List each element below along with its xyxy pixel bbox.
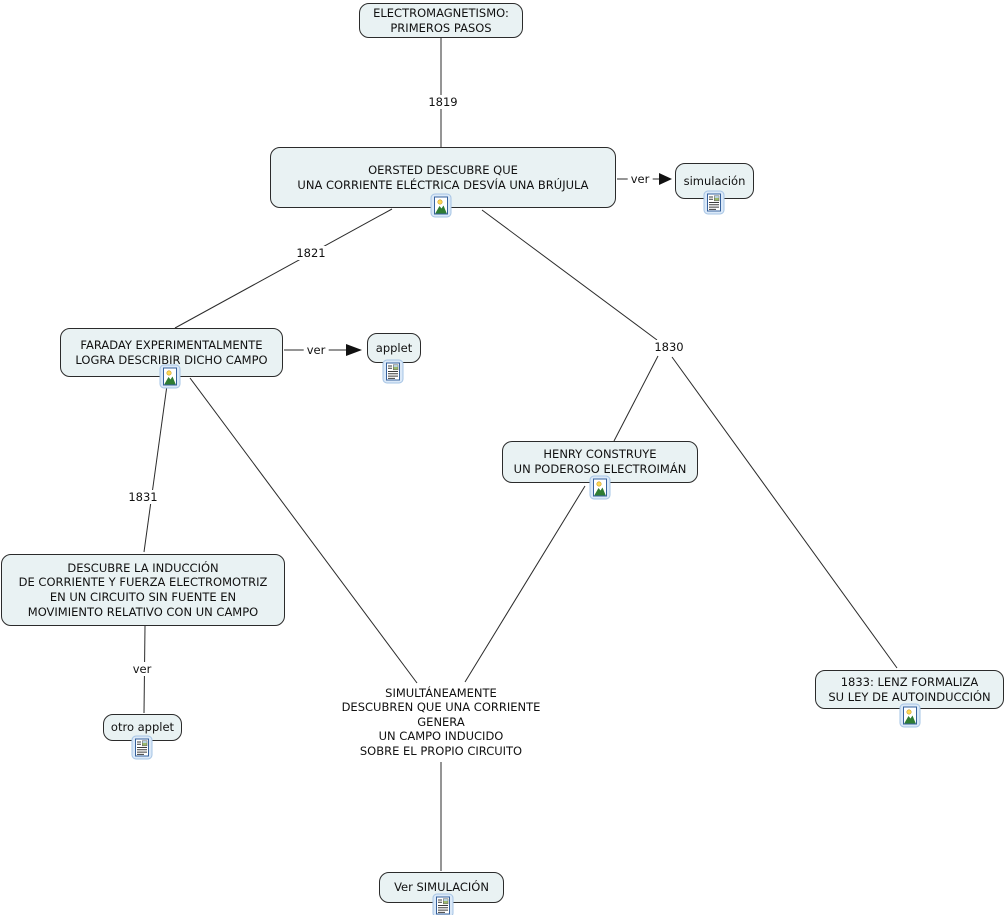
link-label-ver-applet[interactable]: ver [303,343,329,357]
link-label-ver-simulacion[interactable]: ver [627,172,653,186]
link-label-ver-otro-applet[interactable]: ver [129,662,155,676]
link-label-1819[interactable]: 1819 [425,95,461,109]
link-label-1821[interactable]: 1821 [293,246,329,260]
oersted-image-resource-icon[interactable] [430,193,452,218]
lenz-image-resource-icon[interactable] [899,703,921,728]
node-otro-applet[interactable]: otro applet [103,714,182,741]
node-oersted[interactable]: OERSTED DESCUBRE QUE UNA CORRIENTE ELÉCT… [270,147,616,208]
link-label-1831[interactable]: 1831 [125,490,161,504]
applet-resource-icon[interactable] [382,359,404,384]
arrowhead-to-applet [346,344,362,356]
node-simulacion[interactable]: simulación [675,163,754,199]
node-electromagnetismo[interactable]: ELECTROMAGNETISMO: PRIMEROS PASOS [359,3,523,38]
otro-applet-resource-icon[interactable] [131,735,153,760]
ver-simulacion-applet-resource-icon[interactable] [432,893,454,915]
node-lenz[interactable]: 1833: LENZ FORMALIZA SU LEY DE AUTOINDUC… [815,670,1004,709]
henry-image-resource-icon[interactable] [589,475,611,500]
arrowhead-to-simulacion [659,173,672,185]
simulacion-applet-resource-icon[interactable] [703,190,725,215]
node-henry[interactable]: HENRY CONSTRUYE UN PODEROSO ELECTROIMÁN [502,441,698,483]
node-simultaneamente[interactable]: SIMULTÁNEAMENTE DESCUBREN QUE UNA CORRIE… [341,685,541,758]
link-label-1830[interactable]: 1830 [651,340,687,354]
faraday-image-resource-icon[interactable] [159,364,181,389]
node-descubre-induccion[interactable]: DESCUBRE LA INDUCCIÓN DE CORRIENTE Y FUE… [1,554,285,626]
node-applet[interactable]: applet [367,333,421,363]
